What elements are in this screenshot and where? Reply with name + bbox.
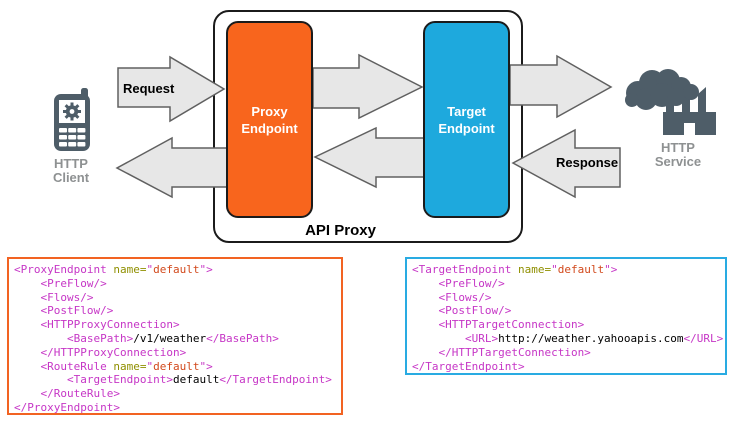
code-line: </ProxyEndpoint> <box>14 400 120 414</box>
target-endpoint-label-line1: Target <box>447 103 486 119</box>
proxy-endpoint-code-block: <ProxyEndpoint name="default"> <PreFlow/… <box>7 257 343 415</box>
code-line: </HTTPProxyConnection> <box>14 345 187 359</box>
code-line: <ProxyEndpoint name="default"> <box>14 263 213 276</box>
response-from-service-arrow-icon <box>511 128 621 199</box>
code-line: <TargetEndpoint name="default"> <box>412 263 618 276</box>
target-endpoint-box: Target Endpoint <box>423 21 510 218</box>
code-line: <TargetEndpoint>default</TargetEndpoint> <box>14 373 332 387</box>
code-line: </HTTPTargetConnection> <box>412 345 591 359</box>
http-service-label: HTTP Service <box>643 141 713 169</box>
http-client-label: HTTP Client <box>36 157 106 185</box>
http-client-label-line1: HTTP <box>54 156 88 171</box>
http-service-label-line2: Service <box>654 154 702 169</box>
target-endpoint-label-line2: Endpoint <box>438 120 495 136</box>
code-line: </RouteRule> <box>14 387 120 401</box>
target-to-service-arrow-icon <box>509 54 613 119</box>
code-line: </TargetEndpoint> <box>412 359 525 373</box>
proxy-endpoint-label-line2: Endpoint <box>241 120 298 136</box>
request-arrow-icon <box>117 55 226 123</box>
code-line: <URL>http://weather.yahooapis.com</URL> <box>412 331 724 345</box>
http-client-label-line2: Client <box>52 170 90 185</box>
response-to-client-arrow-icon <box>115 136 228 199</box>
code-line: <BasePath>/v1/weather</BasePath> <box>14 331 279 345</box>
proxy-endpoint-label-line1: Proxy <box>251 103 288 119</box>
code-line: <PostFlow/> <box>14 304 114 318</box>
http-service-label-line1: HTTP <box>661 140 695 155</box>
target-to-proxy-arrow-icon <box>313 126 426 189</box>
code-line: <RouteRule name="default"> <box>14 359 213 373</box>
request-label: Request <box>123 81 175 96</box>
api-proxy-label: API Proxy <box>305 222 376 239</box>
code-line: <Flows/> <box>14 290 94 304</box>
target-endpoint-code-block: <TargetEndpoint name="default"> <PreFlow… <box>405 257 727 375</box>
code-line: <HTTPProxyConnection> <box>14 318 180 332</box>
proxy-endpoint-box: Proxy Endpoint <box>226 21 313 218</box>
mobile-phone-icon <box>54 88 90 151</box>
code-line: <PreFlow/> <box>14 276 107 290</box>
code-line: <PreFlow/> <box>412 276 505 290</box>
code-line: <HTTPTargetConnection> <box>412 318 585 332</box>
code-line: <PostFlow/> <box>412 304 512 318</box>
factory-smoke-icon <box>625 69 716 135</box>
response-label: Response <box>556 155 619 170</box>
proxy-to-target-arrow-icon <box>312 53 424 120</box>
code-line: <Flows/> <box>412 290 492 304</box>
